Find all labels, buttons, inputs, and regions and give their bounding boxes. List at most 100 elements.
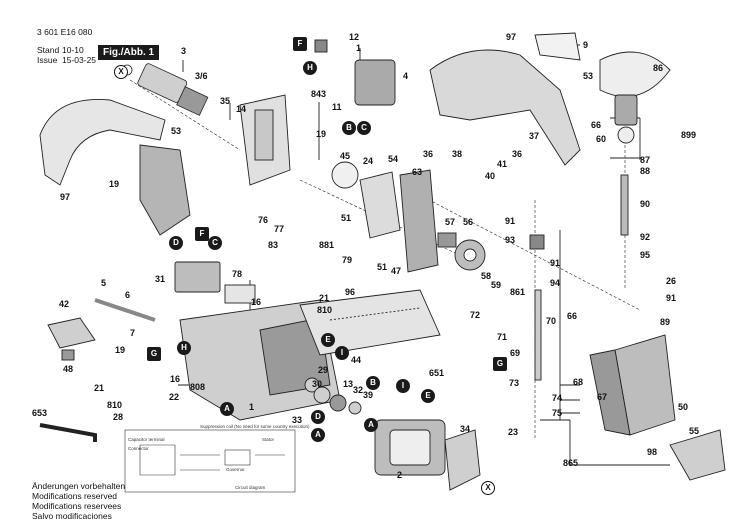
part-number: 87 bbox=[640, 155, 651, 165]
part-number: 30 bbox=[312, 379, 323, 389]
part-number: 808 bbox=[190, 382, 206, 392]
part-number: 57 bbox=[445, 217, 456, 227]
part-number: 31 bbox=[155, 274, 166, 284]
callout-tag: B bbox=[366, 376, 380, 390]
part-number: 97 bbox=[60, 192, 71, 202]
callout-tag: E bbox=[321, 333, 335, 347]
part-number: 37 bbox=[529, 131, 540, 141]
schematic-capacitor: Capacitor terminal bbox=[128, 437, 165, 442]
callout-tag: G bbox=[493, 357, 507, 371]
part-number: 3 bbox=[181, 46, 187, 56]
part-number: 45 bbox=[340, 151, 351, 161]
part-number: 16 bbox=[251, 297, 262, 307]
part-number: 94 bbox=[550, 278, 561, 288]
part-number: 651 bbox=[429, 368, 445, 378]
part-number: 881 bbox=[319, 240, 335, 250]
part-number: 29 bbox=[318, 365, 329, 375]
part-number: 75 bbox=[552, 408, 563, 418]
part-number: 5 bbox=[101, 278, 107, 288]
part-number: 78 bbox=[232, 269, 243, 279]
part-number: 54 bbox=[388, 154, 399, 164]
part-number: 11 bbox=[332, 102, 342, 112]
part-number: 90 bbox=[640, 199, 651, 209]
part-number: 14 bbox=[236, 104, 247, 114]
part-number: 1 bbox=[249, 402, 255, 412]
footer-line-de: Änderungen vorbehalten bbox=[32, 481, 126, 491]
part-number: 42 bbox=[59, 299, 70, 309]
part-number: 51 bbox=[341, 213, 352, 223]
callout-tag: F bbox=[195, 227, 209, 241]
part-number: 44 bbox=[351, 355, 362, 365]
part-number: 95 bbox=[640, 250, 651, 260]
part-number: 66 bbox=[567, 311, 578, 321]
part-number: 36 bbox=[423, 149, 434, 159]
part-number: 67 bbox=[597, 392, 608, 402]
callout-tag: D bbox=[169, 236, 183, 250]
stand-label: Stand bbox=[37, 45, 60, 55]
part-number: 28 bbox=[113, 412, 124, 422]
issue-date: 15-03-25 bbox=[62, 55, 97, 65]
part-number: 1 bbox=[356, 43, 362, 53]
part-number: 865 bbox=[563, 458, 579, 468]
schematic-stator: Stator bbox=[262, 437, 275, 442]
part-number: 69 bbox=[510, 348, 521, 358]
callout-tag-x: X bbox=[114, 65, 128, 79]
part-number: 48 bbox=[63, 364, 74, 374]
part-number: 9 bbox=[583, 40, 589, 50]
part-number: 3/6 bbox=[195, 71, 208, 81]
part-number: 19 bbox=[115, 345, 126, 355]
part-number: 24 bbox=[363, 156, 374, 166]
part-number: 71 bbox=[497, 332, 508, 342]
part-number: 21 bbox=[319, 293, 330, 303]
schematic-governor: Governor bbox=[226, 467, 245, 472]
part-number: 7 bbox=[130, 328, 136, 338]
callout-tag: E bbox=[421, 389, 435, 403]
part-number: 33 bbox=[292, 415, 303, 425]
part-number: 810 bbox=[317, 305, 333, 315]
stand-date: 10-10 bbox=[62, 45, 84, 55]
part-number: 13 bbox=[343, 379, 354, 389]
callout-tag: A bbox=[220, 402, 234, 416]
part-number: 899 bbox=[681, 130, 697, 140]
callout-tag: B bbox=[342, 121, 356, 135]
part-number: 92 bbox=[640, 232, 651, 242]
part-number: 41 bbox=[497, 159, 508, 169]
callout-tag: F bbox=[293, 37, 307, 51]
part-number: 70 bbox=[546, 316, 557, 326]
part-number: 91 bbox=[505, 216, 516, 226]
part-number: 74 bbox=[552, 393, 563, 403]
part-number: 96 bbox=[345, 287, 356, 297]
part-number: 34 bbox=[460, 424, 471, 434]
part-number: 19 bbox=[109, 179, 120, 189]
callout-tag: I bbox=[396, 379, 410, 393]
part-number: 6 bbox=[125, 290, 131, 300]
part-number: 653 bbox=[32, 408, 48, 418]
footer-line-en: Modifications reserved bbox=[32, 491, 118, 501]
part-number: 38 bbox=[452, 149, 463, 159]
part-number: 77 bbox=[274, 224, 285, 234]
part-number: 89 bbox=[660, 317, 671, 327]
callout-tag: D bbox=[311, 410, 325, 424]
callout-tag: H bbox=[303, 61, 317, 75]
part-number: 56 bbox=[463, 217, 474, 227]
part-number: 4 bbox=[403, 71, 409, 81]
callout-tag: G bbox=[147, 347, 161, 361]
part-number: 16 bbox=[170, 374, 181, 384]
schematic-title: Suppression coil (No need for some count… bbox=[200, 424, 310, 429]
part-number: 59 bbox=[491, 280, 502, 290]
part-number: 66 bbox=[591, 120, 602, 130]
part-number: 55 bbox=[689, 426, 700, 436]
part-number: 35 bbox=[220, 96, 231, 106]
part-number: 843 bbox=[311, 89, 327, 99]
part-number: 53 bbox=[171, 126, 182, 136]
part-number: 91 bbox=[666, 293, 677, 303]
part-number: 60 bbox=[596, 134, 607, 144]
document-number: 3 601 E16 080 bbox=[37, 27, 93, 37]
part-number: 2 bbox=[397, 470, 403, 480]
callout-tag: A bbox=[311, 428, 325, 442]
part-number: 36 bbox=[512, 149, 523, 159]
part-number: 93 bbox=[505, 235, 516, 245]
footer-line-fr: Modifications reservees bbox=[32, 501, 122, 511]
part-number: 72 bbox=[470, 310, 481, 320]
